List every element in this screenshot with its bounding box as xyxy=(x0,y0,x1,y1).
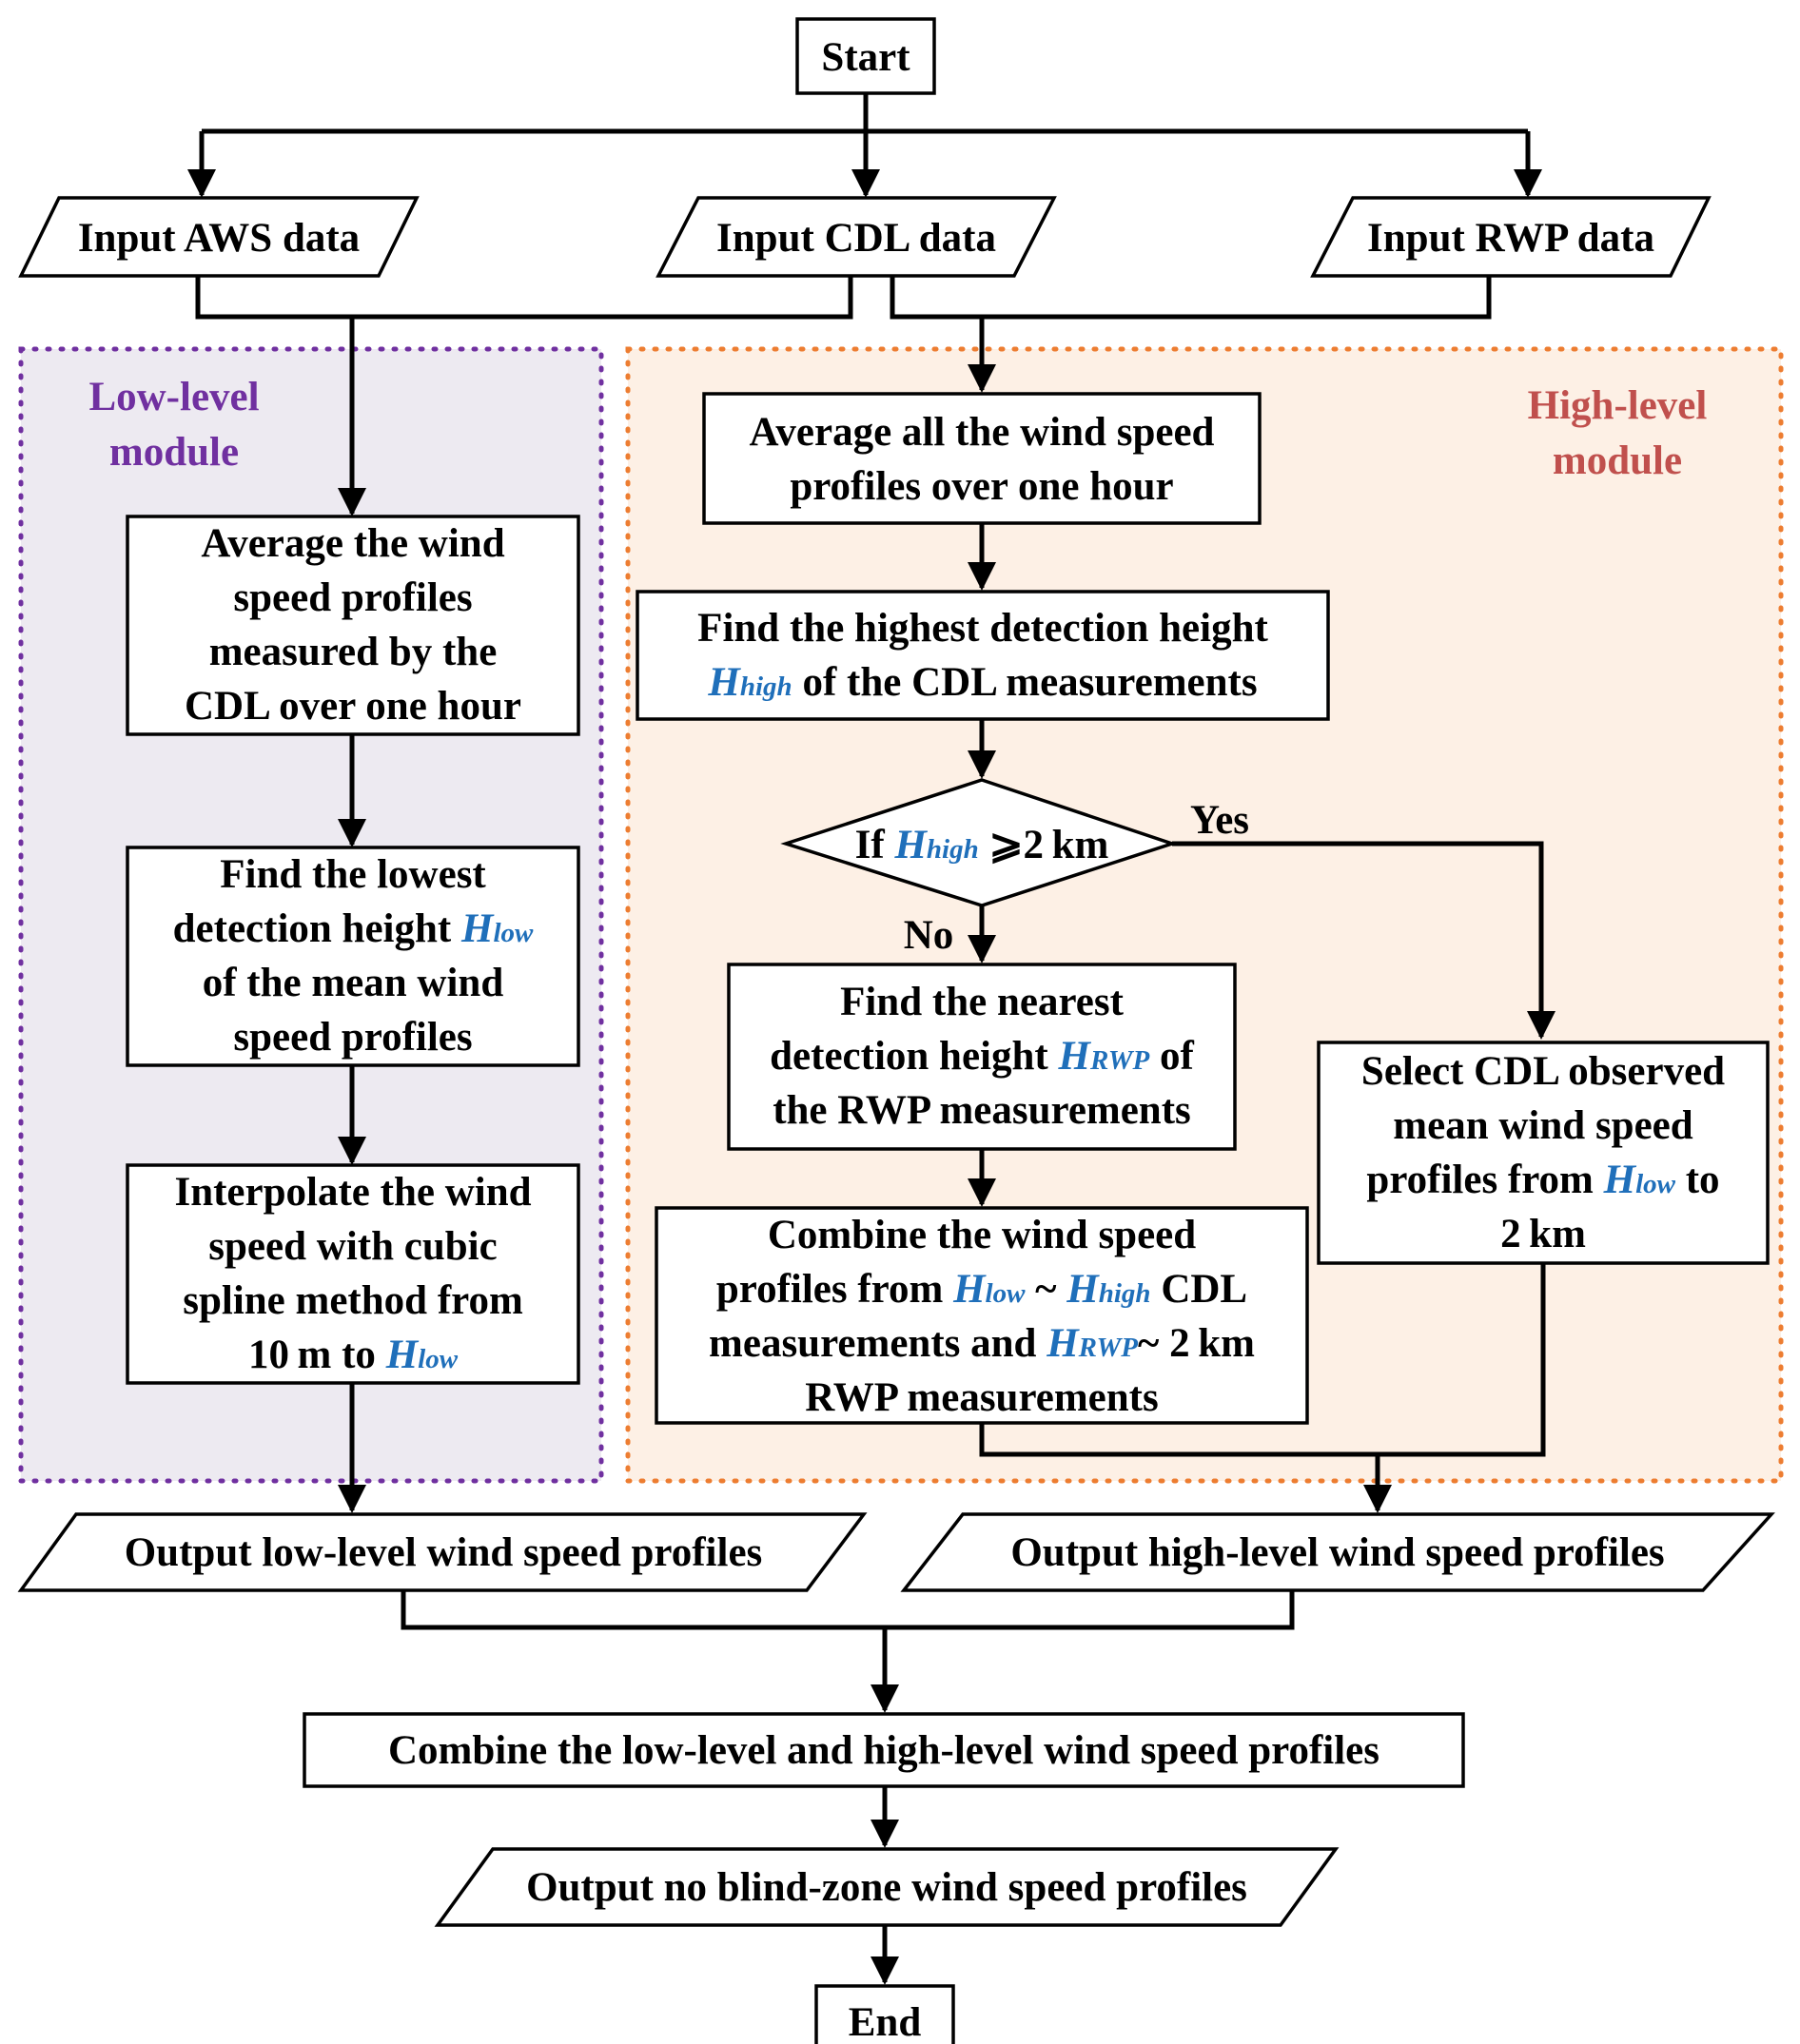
input-rwp-node xyxy=(1310,196,1712,278)
input-cdl-label: Input CDL data xyxy=(716,216,996,261)
find-lowest-line-2: detection height Hlow xyxy=(173,906,534,951)
find-lowest-line-4: speed profiles xyxy=(233,1015,472,1060)
low-level-module-subtitle: module xyxy=(109,430,239,475)
output-low-label: Output low-level wind speed profiles xyxy=(125,1530,763,1575)
input-rwp-label: Input RWP data xyxy=(1367,216,1654,261)
interpolate-node xyxy=(126,1163,580,1385)
interpolate-line-2: speed with cubic xyxy=(208,1224,497,1269)
average-low-line-3: measured by the xyxy=(209,630,498,674)
find-lowest-node xyxy=(126,846,580,1067)
average-low-line-1: Average the wind xyxy=(201,521,504,566)
end-node xyxy=(814,1984,955,2044)
input-aws-label: Input AWS data xyxy=(78,216,360,261)
output-high-node xyxy=(900,1512,1775,1592)
find-lowest-line-1: Find the lowest xyxy=(220,852,486,897)
average-high-node xyxy=(702,392,1262,525)
average-low-line-4: CDL over one hour xyxy=(185,684,521,729)
find-highest-node xyxy=(636,590,1330,721)
output-final-label: Output no blind-zone wind speed profiles xyxy=(526,1865,1247,1910)
low-level-module-title: Low-level xyxy=(88,375,259,419)
select-cdl-line-1: Select CDL observed xyxy=(1361,1049,1725,1094)
select-cdl-line-4: 2 km xyxy=(1500,1212,1586,1256)
find-nearest-line-3: the RWP measurements xyxy=(773,1088,1191,1133)
find-highest-line-2: Hhigh of the CDL measurements xyxy=(707,660,1257,705)
average-low-node xyxy=(126,515,580,736)
combine-all-node xyxy=(303,1712,1465,1788)
yes-label: Yes xyxy=(1190,798,1249,843)
combine-high-line-2: profiles from Hlow ~ Hhigh CDL xyxy=(716,1267,1247,1312)
average-high-line-2: profiles over one hour xyxy=(790,464,1173,509)
end-label: End xyxy=(849,2000,922,2044)
average-low-line-2: speed profiles xyxy=(233,575,472,620)
average-high-line-1: Average all the wind speed xyxy=(750,410,1215,455)
select-cdl-line-2: mean wind speed xyxy=(1393,1103,1692,1148)
combine-high-line-3: measurements and HRWP~ 2 km xyxy=(709,1321,1255,1366)
start-node xyxy=(795,17,936,95)
decision-node xyxy=(780,778,1178,907)
combine-high-line-1: Combine the wind speed xyxy=(768,1213,1196,1257)
combine-all-label: Combine the low-level and high-level win… xyxy=(388,1728,1379,1773)
combine-high-node xyxy=(655,1206,1309,1425)
interpolate-line-4: 10 m to Hlow xyxy=(248,1333,459,1377)
output-final-node xyxy=(434,1847,1340,1927)
input-cdl-node xyxy=(655,196,1057,278)
interpolate-line-1: Interpolate the wind xyxy=(174,1170,531,1215)
input-aws-node xyxy=(18,196,420,278)
find-lowest-line-3: of the mean wind xyxy=(203,961,504,1005)
find-nearest-line-2: detection height HRWP of xyxy=(770,1034,1194,1079)
interpolate-line-3: spline method from xyxy=(183,1278,523,1323)
no-label: No xyxy=(904,913,954,958)
high-level-module-title: High-level xyxy=(1528,383,1708,428)
output-high-label: Output high-level wind speed profiles xyxy=(1010,1530,1664,1575)
find-highest-line-1: Find the highest detection height xyxy=(697,606,1268,651)
high-level-module-subtitle: module xyxy=(1553,438,1682,483)
find-nearest-line-1: Find the nearest xyxy=(840,980,1124,1024)
find-nearest-node xyxy=(727,963,1237,1151)
start-label: Start xyxy=(821,35,910,80)
select-cdl-node xyxy=(1317,1041,1770,1265)
decision-label: If Hhigh ⩾2 km xyxy=(855,823,1109,867)
combine-high-line-4: RWP measurements xyxy=(805,1375,1159,1420)
select-cdl-line-3: profiles from Hlow to xyxy=(1366,1158,1719,1202)
output-low-node xyxy=(17,1512,868,1592)
